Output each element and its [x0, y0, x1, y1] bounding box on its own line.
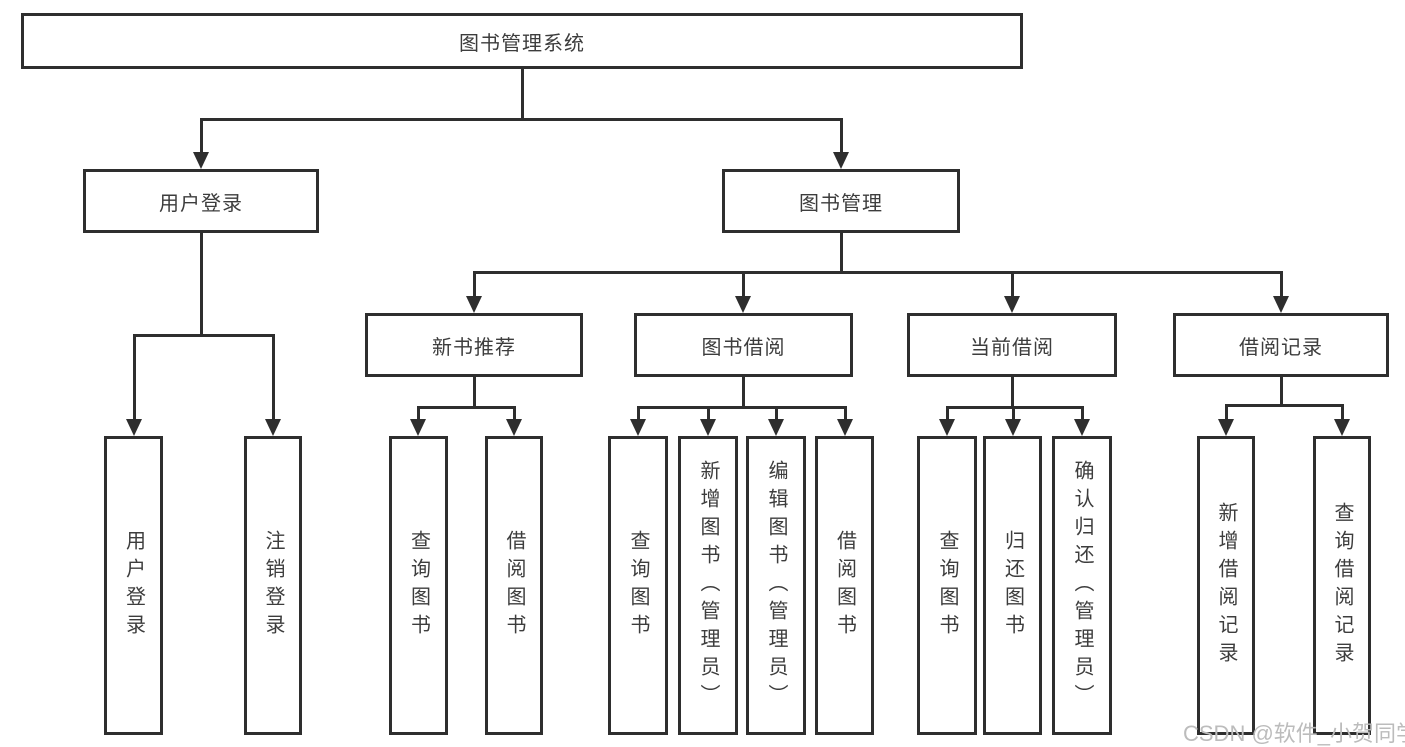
connector-line [636, 405, 847, 409]
connector-line [774, 405, 778, 421]
node-label: 注销登录 [262, 529, 284, 642]
arrow-down-icon [193, 152, 209, 169]
leaf-user-login: 用户登录 [104, 436, 163, 735]
arrow-down-icon [735, 296, 751, 313]
connector-line [199, 118, 203, 154]
node-label: 查询图书 [407, 529, 430, 642]
connector-line [472, 270, 476, 299]
arrow-down-icon [1074, 419, 1090, 436]
connector-line [706, 405, 710, 421]
node-label: 归还图书 [1001, 529, 1024, 642]
leaf-add-books-admin: 新增图书（管理员） [678, 436, 738, 735]
connector-line [1279, 270, 1283, 299]
connector-line [132, 333, 136, 421]
connector-line [512, 405, 516, 421]
connector-line [520, 69, 524, 120]
connector-line [1080, 405, 1084, 421]
node-label: 图书管理系统 [459, 32, 585, 55]
arrow-down-icon [939, 419, 955, 436]
connector-line [1224, 403, 1344, 407]
connector-line [945, 405, 1084, 409]
connector-line [839, 118, 843, 154]
connector-line [945, 405, 949, 421]
node-label: 查询借阅记录 [1331, 501, 1353, 670]
connector-line [741, 377, 745, 407]
connector-line [741, 270, 745, 299]
arrow-down-icon [630, 419, 646, 436]
connector-line [416, 405, 420, 421]
arrow-down-icon [126, 419, 142, 436]
connector-line [636, 405, 640, 421]
connector-line [1224, 403, 1228, 421]
connector-line [1279, 377, 1283, 405]
node-label: 借阅图书 [503, 529, 525, 642]
node-current-borrowing: 当前借阅 [907, 313, 1117, 377]
connector-line [199, 118, 843, 121]
node-borrowing-records: 借阅记录 [1173, 313, 1389, 377]
node-label: 借阅记录 [1239, 336, 1323, 359]
arrow-down-icon [833, 152, 849, 169]
connector-line [199, 233, 203, 336]
node-label: 图书管理 [799, 192, 883, 215]
connector-line [132, 333, 275, 337]
node-label: 用户登录 [159, 192, 243, 215]
leaf-add-borrow-record: 新增借阅记录 [1197, 436, 1255, 735]
leaf-return-books: 归还图书 [983, 436, 1042, 735]
connector-line [416, 405, 516, 409]
connector-line [271, 333, 275, 421]
arrow-down-icon [506, 419, 522, 436]
connector-line [1010, 377, 1014, 407]
leaf-edit-books-admin: 编辑图书（管理员） [746, 436, 806, 735]
node-label: 图书借阅 [701, 336, 786, 359]
connector-line [472, 377, 476, 407]
arrow-down-icon [1004, 296, 1020, 313]
arrow-down-icon [1334, 419, 1350, 436]
arrow-down-icon [837, 419, 853, 436]
node-label: 新书推荐 [432, 336, 516, 359]
node-label: 当前借阅 [970, 336, 1054, 359]
connector-line [472, 270, 1283, 274]
leaf-query-books-borrowing: 查询图书 [608, 436, 668, 735]
leaf-query-books-recommend: 查询图书 [389, 436, 448, 735]
connector-line [1340, 403, 1344, 421]
csdn-watermark: CSDN @软件_小贺同学 [1183, 721, 1405, 746]
leaf-borrow-books: 借阅图书 [815, 436, 874, 735]
connector-line [839, 233, 843, 272]
leaf-query-borrow-record: 查询借阅记录 [1313, 436, 1371, 735]
node-label: 查询图书 [627, 529, 649, 642]
node-new-book-recommend: 新书推荐 [365, 313, 583, 377]
leaf-query-books-current: 查询图书 [917, 436, 977, 735]
arrow-down-icon [265, 419, 281, 436]
connector-line [1010, 270, 1014, 299]
connector-line [843, 405, 847, 421]
node-library-management-system: 图书管理系统 [21, 13, 1023, 69]
node-book-management: 图书管理 [722, 169, 960, 233]
leaf-logout: 注销登录 [244, 436, 302, 735]
arrow-down-icon [1218, 419, 1234, 436]
node-label: 新增图书（管理员） [697, 459, 719, 712]
arrow-down-icon [768, 419, 784, 436]
node-label: 确认归还（管理员） [1071, 459, 1093, 712]
arrow-down-icon [466, 296, 482, 313]
node-book-borrowing: 图书借阅 [634, 313, 853, 377]
arrow-down-icon [1005, 419, 1021, 436]
node-label: 用户登录 [122, 529, 145, 642]
arrow-down-icon [410, 419, 426, 436]
node-label: 借阅图书 [833, 529, 856, 642]
leaf-confirm-return-admin: 确认归还（管理员） [1052, 436, 1112, 735]
node-label: 编辑图书（管理员） [765, 459, 787, 712]
arrow-down-icon [700, 419, 716, 436]
arrow-down-icon [1273, 296, 1289, 313]
node-label: 新增借阅记录 [1215, 501, 1237, 670]
node-label: 查询图书 [936, 529, 958, 642]
leaf-borrow-books-recommend: 借阅图书 [485, 436, 543, 735]
connector-line [1011, 405, 1015, 421]
node-user-login: 用户登录 [83, 169, 319, 233]
